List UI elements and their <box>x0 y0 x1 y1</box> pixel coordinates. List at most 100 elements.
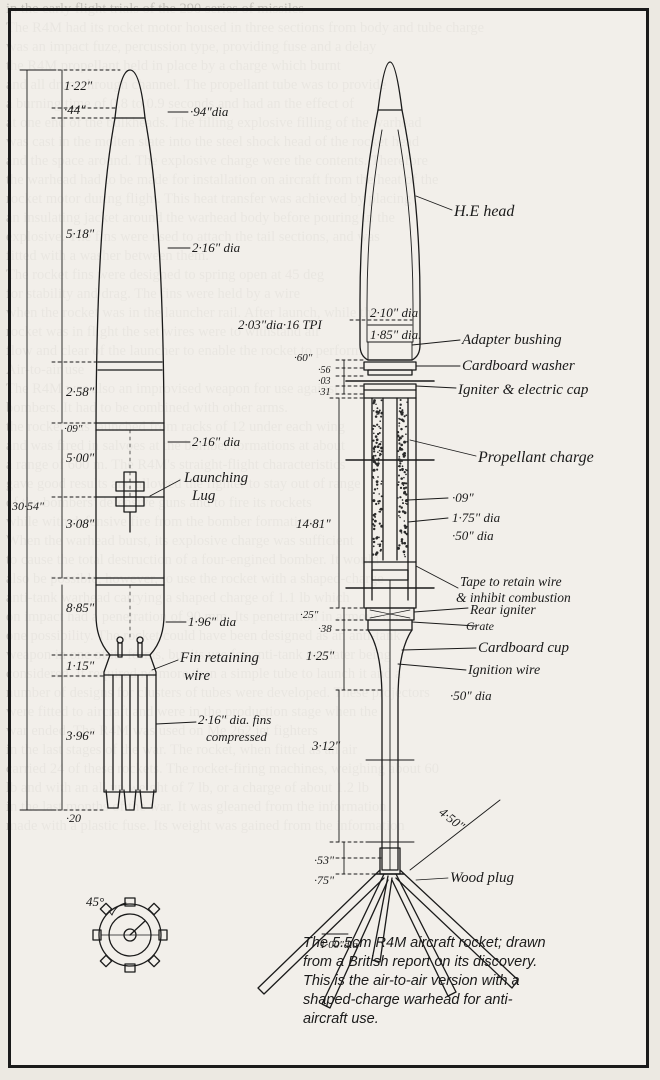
stipple-dot <box>374 454 377 457</box>
stipple-dot <box>376 432 380 436</box>
stipple-dot <box>401 468 404 472</box>
stipple-dot <box>405 532 409 536</box>
stipple-dot <box>401 502 405 505</box>
rear-igniter-label: Rear igniter <box>469 602 536 617</box>
right-fins-deployed <box>257 759 519 1009</box>
right-nose-tip <box>377 61 403 111</box>
stipple-dot <box>400 538 404 541</box>
left-fin-assembly <box>103 636 157 811</box>
stipple-dot <box>399 462 402 465</box>
tail-end-view <box>92 897 168 973</box>
stipple-dot <box>405 414 408 417</box>
stipple-dot <box>378 493 380 495</box>
stipple-dot <box>399 468 402 472</box>
stipple-dot <box>404 555 406 558</box>
stipple-dot <box>398 425 400 427</box>
stipple-dot <box>378 522 381 525</box>
stipple-dot <box>399 460 401 463</box>
stipple-dot <box>404 499 408 503</box>
stipple-dot <box>396 431 400 434</box>
launching-lug-label-1: Launching <box>183 470 249 486</box>
stipple-dot <box>380 540 383 543</box>
stipple-dot <box>406 401 408 403</box>
stipple-dot <box>403 470 406 474</box>
dim-50-dia-b: ·50" dia <box>450 688 492 703</box>
caption-line-5: aircraft use. <box>303 1011 379 1027</box>
stipple-dot <box>377 543 379 546</box>
stipple-dot <box>377 500 380 503</box>
caption-line-4: shaped-charge warhead for anti- <box>303 992 513 1008</box>
stipple-dot <box>405 493 408 495</box>
stipple-dot <box>371 553 375 556</box>
stipple-dot <box>380 524 384 528</box>
stipple-dot <box>372 499 376 503</box>
stipple-dot <box>376 407 379 410</box>
dim-03: ·03 <box>318 376 331 387</box>
stipple-dot <box>377 502 380 505</box>
stipple-dot <box>402 453 405 456</box>
stipple-dot <box>400 427 403 431</box>
stipple-dot <box>401 409 404 412</box>
grate-label: Grate <box>466 619 495 633</box>
stipple-dot <box>400 506 403 509</box>
dim-8-85: 8·85" <box>66 600 95 615</box>
stipple-dot <box>380 411 384 415</box>
stipple-dot <box>379 507 383 511</box>
dim-94-dia: ·94"dia <box>190 104 229 119</box>
stipple-dot <box>380 483 383 485</box>
stipple-dot <box>374 519 377 523</box>
stipple-dot <box>398 514 400 517</box>
stipple-dot <box>398 439 401 442</box>
stipple-dot <box>372 518 375 521</box>
stipple-dot <box>403 530 407 534</box>
stipple-dot <box>403 440 407 444</box>
stipple-dot <box>403 520 406 522</box>
dim-5-00: 5·00" <box>66 450 95 465</box>
dim-1-00-dia: 1·00"dia <box>320 939 358 951</box>
figure-caption: The 5.5cm R4M aircraft rocket; drawn fro… <box>303 934 633 1029</box>
caption-line-3: This is the air-to-air version with a <box>303 973 520 989</box>
tape-label-1: Tape to retain wire <box>460 574 562 589</box>
stipple-dot <box>372 409 375 412</box>
dim-1-85-dia: 1·85" dia. <box>370 327 421 342</box>
stipple-dot <box>373 450 376 453</box>
stipple-dot <box>403 490 407 494</box>
left-rocket-outline <box>95 69 165 656</box>
stipple-dot <box>403 524 407 528</box>
dim-5-18: 5·18" <box>66 226 95 241</box>
stipple-dot <box>373 512 377 516</box>
stipple-dot <box>379 452 382 455</box>
tape-label-2: & inhibit combustion <box>456 590 571 605</box>
stipple-dot <box>377 412 380 415</box>
stipple-dot <box>398 436 402 440</box>
stipple-dot <box>380 450 383 453</box>
stipple-dot <box>380 441 382 443</box>
stipple-dot <box>375 480 379 484</box>
stipple-dot <box>400 532 403 534</box>
dim-53: ·53" <box>314 853 335 867</box>
stipple-dot <box>398 456 401 458</box>
stipple-dot <box>380 495 383 498</box>
stipple-dot <box>372 460 376 464</box>
stipple-dot <box>402 419 405 423</box>
stipple-dot <box>375 441 378 444</box>
stipple-dot <box>397 465 400 467</box>
stipple-dot <box>375 483 379 486</box>
dim-3-12: 3·12" <box>311 738 341 753</box>
stipple-dot <box>398 417 400 420</box>
stipple-dot <box>375 458 379 461</box>
stipple-dot <box>373 454 375 457</box>
stipple-dot <box>396 434 400 438</box>
cardboard-washer-label: Cardboard washer <box>462 358 575 374</box>
stipple-dot <box>376 468 379 471</box>
stipple-dot <box>403 511 407 515</box>
launching-lug-part <box>115 471 145 533</box>
dim-1-15: 1·15" <box>66 658 95 673</box>
stipple-dot <box>400 443 404 447</box>
stipple-dot <box>372 439 375 442</box>
stipple-dot <box>399 529 403 533</box>
dim-31: ·31 <box>318 387 331 398</box>
stipple-dot <box>376 413 378 415</box>
stipple-dot <box>401 481 405 485</box>
